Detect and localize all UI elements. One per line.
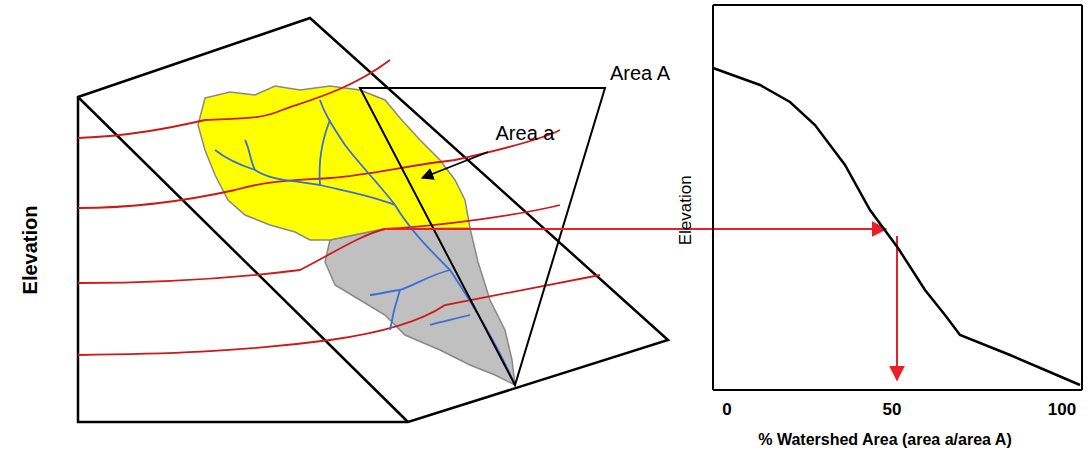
red-arrow bbox=[385, 228, 886, 230]
axis-label: Elevation bbox=[677, 175, 696, 245]
chart-axes bbox=[713, 5, 1082, 390]
lower-watershed bbox=[325, 228, 515, 385]
contour-lines bbox=[78, 60, 600, 355]
leader-line bbox=[422, 152, 488, 178]
tick-label: 0 bbox=[722, 401, 731, 420]
axis-label: % Watershed Area (area a/area A) bbox=[758, 431, 1011, 449]
stream-network bbox=[215, 100, 515, 385]
tick-label: 100 bbox=[1048, 401, 1076, 420]
area-label: Area a bbox=[496, 122, 555, 144]
terrain-block bbox=[78, 18, 668, 422]
hypsometric-curve bbox=[713, 68, 1080, 385]
area-label: Area A bbox=[610, 62, 670, 84]
red-arrow bbox=[896, 236, 898, 380]
section-plane bbox=[360, 88, 605, 385]
tick-label: 50 bbox=[883, 401, 902, 420]
axis-label: Elevation bbox=[19, 206, 41, 295]
